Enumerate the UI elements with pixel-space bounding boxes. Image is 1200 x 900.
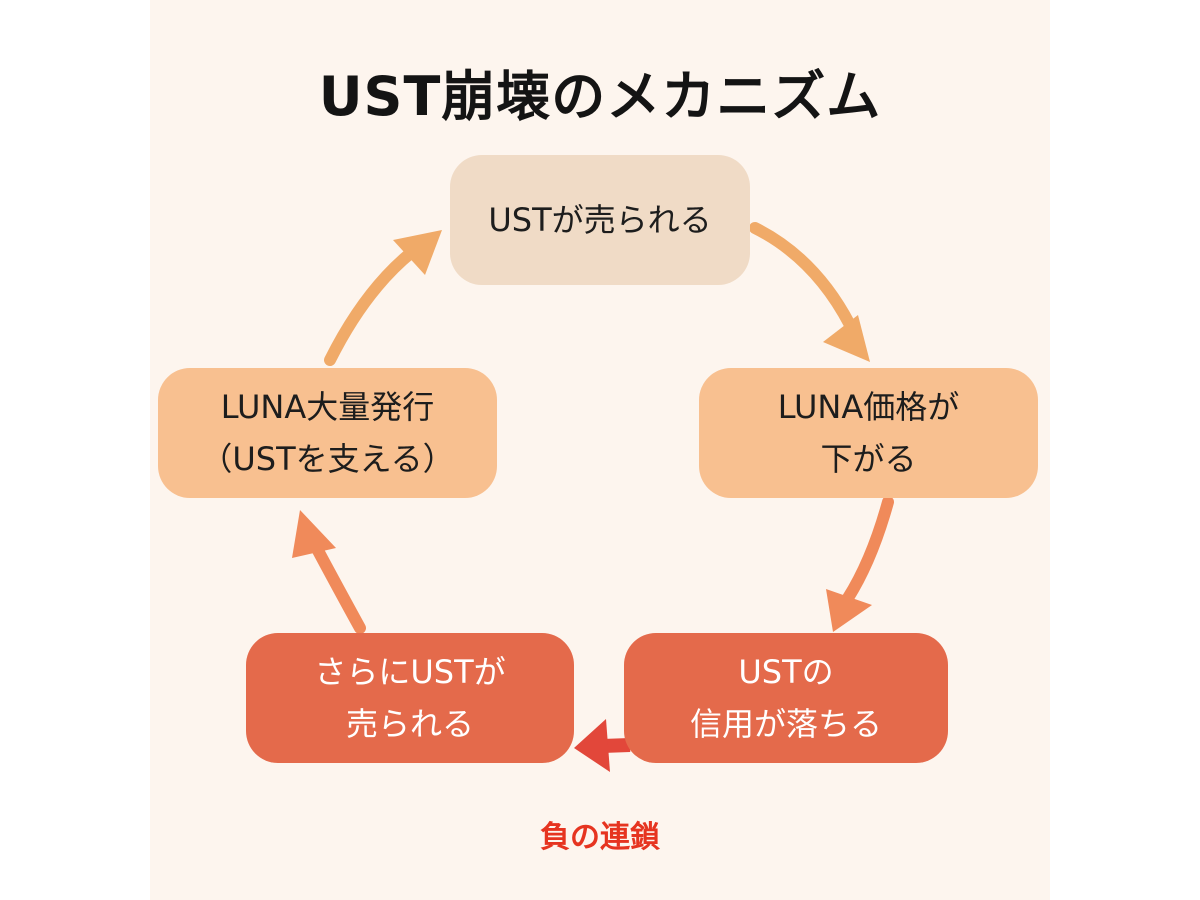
arrow-ust-sold-to-luna-down [749,222,870,362]
arrow-luna-issue-to-ust-sold [324,230,442,366]
node-ust-sold-more: さらにUSTが 売られる [246,633,574,763]
arrow-luna-down-to-trust-falls [826,496,894,632]
arrow-sold-more-to-luna-issue [292,510,366,634]
arrow-trust-falls-to-sold-more [574,719,631,772]
node-luna-mass-issue: LUNA大量発行 （USTを支える） [158,368,497,498]
caption-negative-chain: 負の連鎖 [540,820,660,855]
diagram-canvas: UST崩壊のメカニズム USTが売られる LUNA価格が 下がる USTの 信用… [150,0,1050,900]
cycle-arrows [292,222,894,772]
node-ust-sold: USTが売られる [450,155,750,285]
node-ust-trust-falls: USTの 信用が落ちる [624,633,948,763]
diagram-title: UST崩壊のメカニズム [318,65,882,128]
node-luna-price-down: LUNA価格が 下がる [699,368,1038,498]
